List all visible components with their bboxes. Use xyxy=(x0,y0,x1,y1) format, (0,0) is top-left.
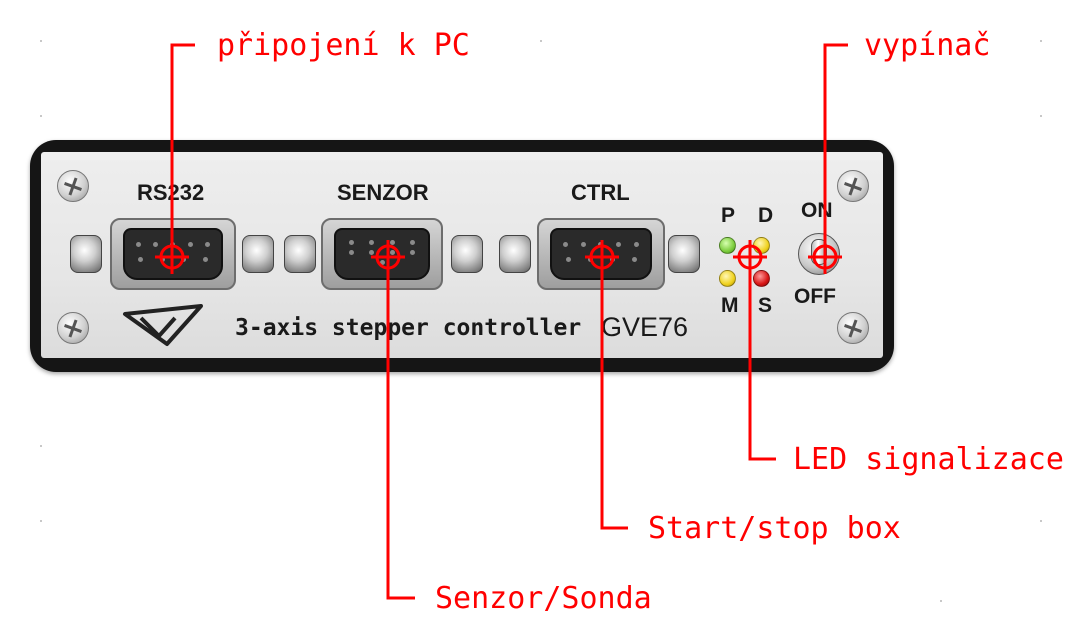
led-yellow xyxy=(719,270,736,287)
leader-line-pc xyxy=(170,43,195,257)
guide-dot xyxy=(1040,520,1042,522)
guide-dot xyxy=(40,40,42,42)
standoff-nut xyxy=(242,235,274,273)
senzor-connector[interactable] xyxy=(321,218,443,290)
guide-dot xyxy=(40,115,42,117)
screw-icon xyxy=(57,170,89,202)
guide-dot xyxy=(540,40,542,42)
guide-dot xyxy=(40,445,42,447)
annotation-sensor: Senzor/Sonda xyxy=(435,581,652,616)
standoff-nut xyxy=(70,235,102,273)
switch-off-label: OFF xyxy=(794,285,836,308)
guide-dot xyxy=(940,600,942,602)
led-m-label: M xyxy=(721,294,739,317)
leader-line-led xyxy=(748,257,776,461)
senzor-label: SENZOR xyxy=(337,180,429,205)
led-s-label: S xyxy=(758,294,773,317)
screw-icon xyxy=(837,170,869,202)
led-d-label: D xyxy=(758,204,774,227)
guide-dot xyxy=(40,520,42,522)
device-model: GVE76 xyxy=(601,312,689,342)
guide-dot xyxy=(1040,115,1042,117)
leader-line-sensor xyxy=(386,257,415,600)
annotation-switch: vypínač xyxy=(864,28,991,63)
annotation-pc: připojení k PC xyxy=(217,28,470,63)
led-red xyxy=(753,270,770,287)
annotation-start-stop: Start/stop box xyxy=(648,511,901,546)
screw-icon xyxy=(57,312,89,344)
annotation-led: LED signalizace xyxy=(793,442,1064,477)
guide-dot xyxy=(1040,40,1042,42)
standoff-nut xyxy=(451,235,483,273)
standoff-nut xyxy=(668,235,700,273)
led-p-label: P xyxy=(721,204,736,227)
brand-logo xyxy=(123,304,203,346)
standoff-nut xyxy=(284,235,316,273)
connector-pins xyxy=(341,237,423,267)
leader-line-switch xyxy=(823,43,848,257)
leader-line-start-stop xyxy=(600,257,628,530)
device-description: 3-axis stepper controller xyxy=(235,315,582,341)
led-green xyxy=(719,237,736,254)
ctrl-label: CTRL xyxy=(571,180,630,205)
standoff-nut xyxy=(499,235,531,273)
screw-icon xyxy=(837,312,869,344)
